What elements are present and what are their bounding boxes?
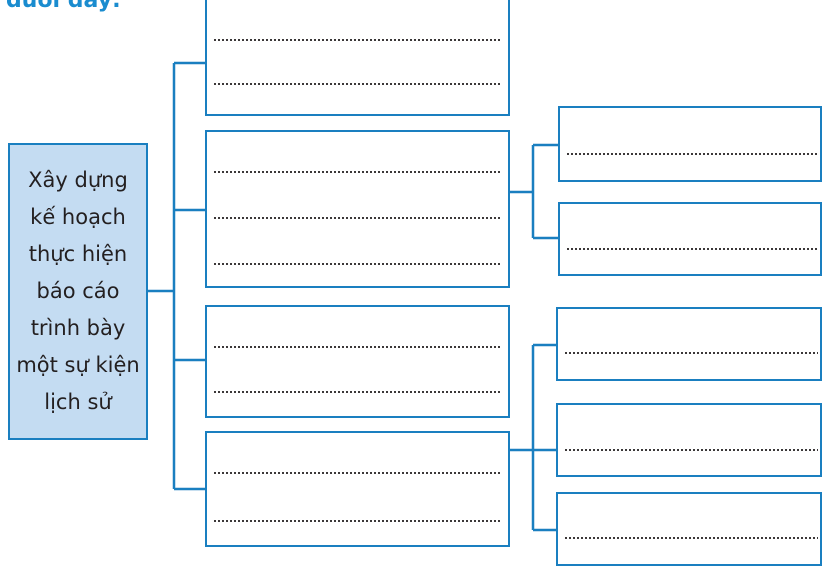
blank-line	[213, 38, 501, 42]
blank-line	[566, 247, 818, 251]
blank-line	[213, 82, 501, 86]
blank-line	[213, 170, 501, 174]
step-box-1	[205, 0, 510, 116]
step-box-3	[205, 305, 510, 418]
blank-line	[213, 216, 501, 220]
blank-line	[564, 351, 818, 355]
blank-line	[213, 519, 501, 523]
blank-line	[213, 471, 501, 475]
main-topic-text: Xây dựng kế hoạch thực hiện báo cáo trìn…	[16, 162, 139, 421]
detail-box-5	[556, 492, 822, 566]
blank-line	[213, 262, 501, 266]
detail-box-3	[556, 307, 822, 381]
blank-line	[564, 448, 818, 452]
detail-box-2	[558, 202, 822, 276]
blank-line	[213, 390, 501, 394]
detail-box-1	[558, 106, 822, 182]
main-topic-line: Xây dựng	[28, 168, 128, 192]
main-topic-line: thực hiện	[28, 242, 128, 266]
step-box-2	[205, 130, 510, 288]
main-topic-line: báo cáo	[36, 279, 120, 303]
step-box-4	[205, 431, 510, 547]
main-topic-line: trình bày	[30, 316, 126, 340]
blank-line	[566, 152, 818, 156]
blank-line	[213, 345, 501, 349]
main-topic-line: một sự kiện	[16, 353, 140, 377]
main-topic-box: Xây dựng kế hoạch thực hiện báo cáo trìn…	[8, 143, 148, 440]
main-topic-line: lịch sử	[44, 390, 112, 414]
heading-fragment: dưới đây:	[6, 0, 121, 13]
main-topic-line: kế hoạch	[30, 205, 126, 229]
blank-line	[564, 536, 818, 540]
detail-box-4	[556, 403, 822, 477]
